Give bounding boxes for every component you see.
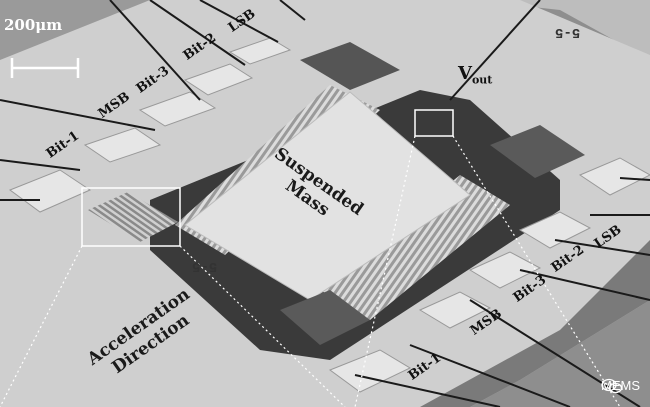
suspended-mass <box>184 91 471 301</box>
vout-sub: out <box>471 73 493 87</box>
zoom-box-top <box>414 109 454 137</box>
vout-main: V <box>458 63 472 84</box>
pad-right-5 <box>328 349 412 393</box>
pad-top-dark <box>300 42 400 90</box>
pad-left-5 <box>228 37 292 65</box>
scale-bar <box>10 58 80 78</box>
die-mark-left: 5-5 <box>192 258 218 274</box>
wechat-icon <box>601 378 623 394</box>
scale-bar-label: 200μm <box>4 16 63 34</box>
pad-left-1 <box>8 169 92 213</box>
pad-left-4 <box>183 63 254 96</box>
die-mark-top: 5-5 <box>555 24 581 40</box>
pad-bottom-dark <box>280 290 370 345</box>
top-right-dark <box>470 0 650 60</box>
chip-right-edge <box>420 240 650 407</box>
pad-left-2 <box>83 127 162 163</box>
pad-right-2 <box>518 211 592 249</box>
comb-right <box>320 175 510 320</box>
pad-right-1 <box>578 157 650 196</box>
pad-right-3 <box>468 251 542 289</box>
watermark: MEMS <box>601 378 640 394</box>
pad-left-3 <box>138 91 217 127</box>
output-label: Vout <box>458 63 492 87</box>
comb-detail-left <box>88 192 178 242</box>
projection-lines <box>0 135 621 407</box>
pad-right-dark <box>490 125 585 178</box>
zoom-box-left <box>81 187 181 247</box>
